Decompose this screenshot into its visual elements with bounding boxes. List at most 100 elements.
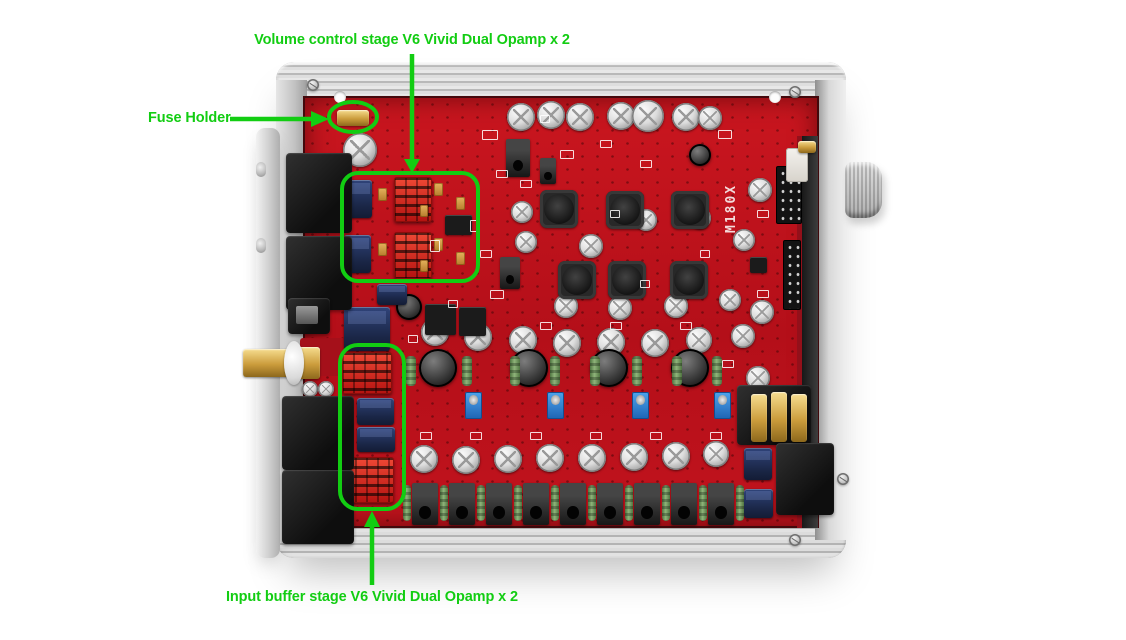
smd-capacitor (434, 183, 443, 196)
optical-jack-window (296, 306, 318, 324)
trimmer-pot (547, 392, 564, 419)
electrolytic-capacitor (318, 381, 334, 397)
power-resistor (632, 356, 642, 386)
electrolytic-capacitor (703, 441, 729, 467)
power-resistor (551, 485, 559, 521)
electrolytic-capacitor (698, 106, 722, 130)
silkscreen-marking (448, 300, 458, 308)
brass-standoff (798, 141, 816, 153)
output-transistor (449, 483, 475, 525)
power-resistor (588, 485, 596, 521)
volume-knob (845, 162, 882, 218)
headphone-jack-contact (751, 394, 767, 442)
trimmer-pot (465, 392, 482, 419)
silkscreen-marking (430, 240, 440, 252)
electrolytic-capacitor (302, 381, 318, 397)
power-resistor (672, 356, 682, 386)
power-resistor (550, 356, 560, 386)
power-resistor (403, 485, 411, 521)
silkscreen-marking (610, 210, 620, 218)
voltage-regulator (506, 139, 530, 177)
relay (744, 448, 772, 480)
standoff-hole (769, 91, 781, 103)
ic-chip (750, 257, 767, 273)
electrolytic-capacitor (733, 229, 755, 251)
output-transistor (412, 483, 438, 525)
power-resistor (514, 485, 522, 521)
screw (307, 79, 319, 91)
electrolytic-capacitor (579, 234, 603, 258)
standoff-hole (334, 91, 346, 103)
silkscreen-marking (640, 280, 650, 288)
relay (744, 489, 773, 518)
electrolytic-capacitor (507, 103, 535, 131)
smd-capacitor (420, 205, 428, 217)
silkscreen-marking (520, 180, 532, 188)
electrolytic-capacitor (672, 103, 700, 131)
headphone-jack-contact (771, 392, 787, 442)
power-resistor (699, 485, 707, 521)
pin-header (783, 240, 801, 310)
silkscreen-marking (710, 432, 722, 440)
silkscreen-model-text: M180X (724, 183, 739, 233)
electrolytic-capacitor (641, 329, 669, 357)
inductor (671, 191, 709, 229)
silkscreen-marking (757, 210, 769, 218)
smd-capacitor (378, 243, 387, 256)
electrolytic-capacitor (536, 444, 564, 472)
power-resistor (462, 356, 472, 386)
electrolytic-capacitor (566, 103, 594, 131)
electrolytic-capacitor (511, 201, 533, 223)
output-transistor (671, 483, 697, 525)
silkscreen-marking (470, 432, 482, 440)
audio-connector (286, 153, 352, 233)
xlr-jack (776, 443, 834, 515)
audio-connector (282, 396, 354, 470)
power-capacitor (689, 144, 711, 166)
power-resistor (406, 356, 416, 386)
electrolytic-capacitor (719, 289, 741, 311)
audio-connector (282, 470, 354, 544)
power-connector (786, 148, 808, 182)
rail-screw (256, 162, 266, 177)
chassis-bottom-wall (276, 524, 846, 558)
silkscreen-marking (530, 432, 542, 440)
power-resistor (712, 356, 722, 386)
input-stage-label: Input buffer stage V6 Vivid Dual Opamp x… (225, 589, 519, 605)
silkscreen-marking (722, 360, 734, 368)
v6-opamp-module (342, 352, 392, 394)
output-transistor (708, 483, 734, 525)
silkscreen-marking (408, 335, 418, 343)
power-resistor (510, 356, 520, 386)
output-transistor (523, 483, 549, 525)
electrolytic-capacitor (748, 178, 772, 202)
ic-chip (425, 304, 456, 335)
electrolytic-capacitor (750, 300, 774, 324)
power-resistor (662, 485, 670, 521)
electrolytic-capacitor (731, 324, 755, 348)
power-resistor (477, 485, 485, 521)
electrolytic-capacitor (607, 102, 635, 130)
volume-stage-label: Volume control stage V6 Vivid Dual Opamp… (254, 32, 570, 48)
inductor (558, 261, 596, 299)
power-resistor (440, 485, 448, 521)
inductor (606, 191, 644, 229)
ic-chip (459, 307, 486, 336)
screw (789, 534, 801, 546)
output-transistor (486, 483, 512, 525)
power-resistor (736, 485, 744, 521)
fuse-holder-label: Fuse Holder (148, 110, 231, 126)
power-resistor (625, 485, 633, 521)
silkscreen-marking (540, 322, 552, 330)
chassis-top-wall (276, 62, 846, 100)
screw (789, 86, 801, 98)
smd-capacitor (378, 188, 387, 201)
front-panel-board-edge (797, 136, 803, 528)
power-capacitor (419, 349, 457, 387)
silkscreen-marking (600, 140, 612, 148)
trimmer-pot (632, 392, 649, 419)
output-transistor (560, 483, 586, 525)
trimmer-pot (714, 392, 731, 419)
inductor (670, 261, 708, 299)
screw (837, 473, 849, 485)
